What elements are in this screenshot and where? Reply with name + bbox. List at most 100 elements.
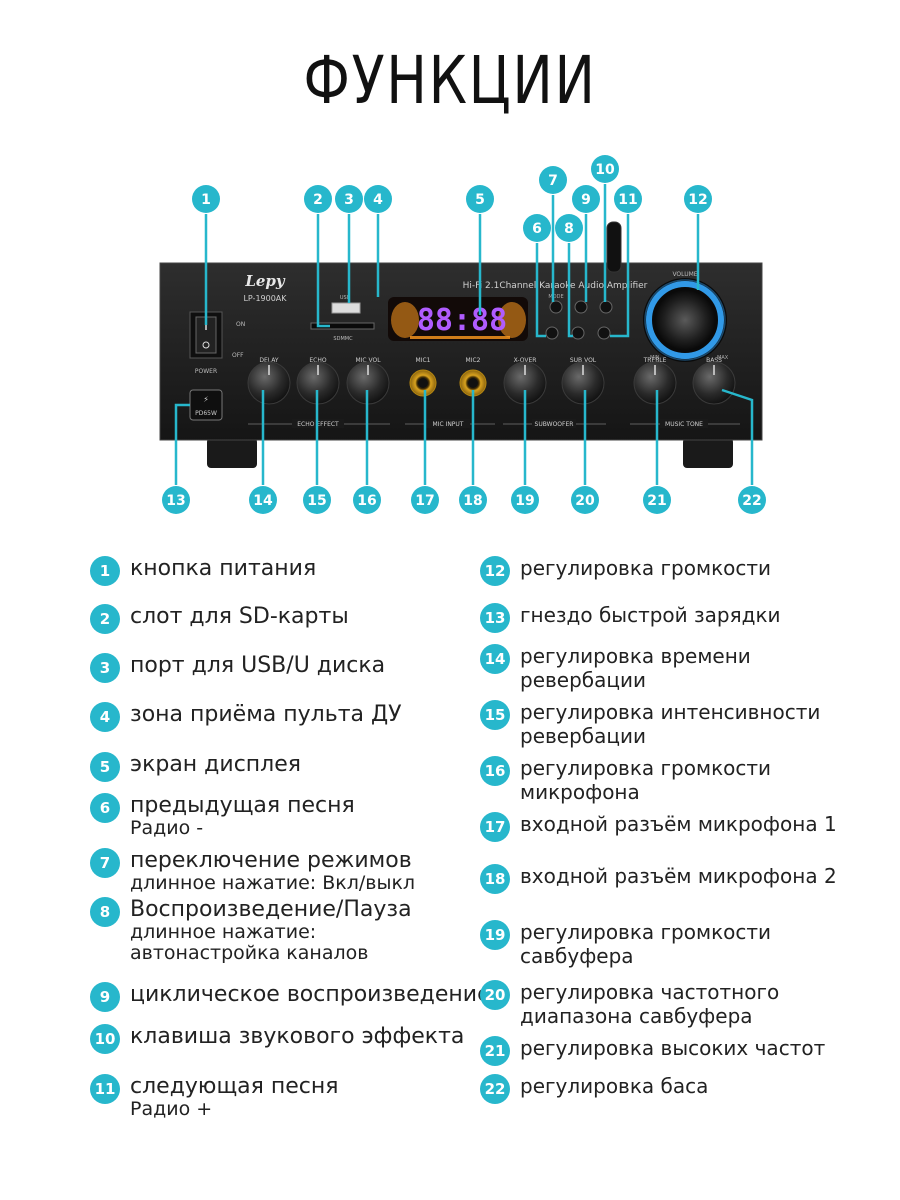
- amplifier-diagram: Lepy LP-1900AK Hi-Fi 2.1Channel Karaoke …: [159, 155, 766, 514]
- knob-label: X-OVER: [514, 357, 537, 364]
- leader-line: [721, 388, 754, 485]
- legend-number-badge: 14: [480, 644, 510, 674]
- legend-text: экран дисплея: [130, 752, 301, 777]
- leader-line: [174, 403, 190, 485]
- legend-item: 21 регулировка высоких частот: [480, 1036, 825, 1066]
- marker-circle: [591, 155, 619, 183]
- legend-label: предыдущая песня: [130, 793, 355, 818]
- marker-circle: [162, 486, 190, 514]
- mic-jack-hole: [418, 378, 428, 388]
- legend-sublabel: микрофона: [520, 780, 640, 804]
- legend-number-badge: 17: [480, 812, 510, 842]
- legend-label: регулировка частотного: [520, 980, 780, 1004]
- marker-number: 15: [307, 493, 326, 509]
- legend-number-badge: 21: [480, 1036, 510, 1066]
- mic-jack-hole: [468, 378, 478, 388]
- legend-text: зона приёма пульта ДУ: [130, 702, 402, 727]
- sd-label: SDMMC: [333, 336, 353, 342]
- legend-text: входной разъём микрофона 1: [520, 812, 837, 836]
- legend-number-badge: 16: [480, 756, 510, 786]
- legend-number-badge: 20: [480, 980, 510, 1010]
- legend-sublabel: Радио +: [130, 1098, 213, 1120]
- marker-circle: [684, 185, 712, 213]
- mode-label: MODE: [548, 294, 563, 300]
- legend-number-badge: 10: [90, 1024, 120, 1054]
- marker-number: 19: [515, 493, 534, 509]
- min-label: MIN: [650, 355, 660, 361]
- knob-label: ECHO: [309, 357, 326, 364]
- rotary-knob[interactable]: [633, 361, 677, 405]
- legend-label: регулировка громкости: [520, 556, 772, 580]
- legend-label: экран дисплея: [130, 752, 302, 777]
- knob-label: MIC VOL: [355, 357, 381, 364]
- legend-number-badge: 12: [480, 556, 510, 586]
- legend-text: кнопка питания: [130, 556, 316, 581]
- pd-label: PD65W: [195, 410, 217, 417]
- sd-slot[interactable]: [310, 322, 375, 330]
- model-label: LP-1900AK: [243, 294, 287, 303]
- rotary-knob[interactable]: [561, 361, 605, 405]
- marker-circle: [555, 214, 583, 242]
- mode-button[interactable]: [549, 300, 563, 314]
- legend-label: регулировка громкости: [520, 756, 772, 780]
- marker-number: 16: [357, 493, 376, 509]
- knob-label: DELAY: [259, 357, 279, 364]
- marker-number: 5: [475, 192, 485, 208]
- rotary-knob[interactable]: [692, 361, 736, 405]
- brand-logo: Lepy: [244, 272, 286, 290]
- loop-button[interactable]: [574, 300, 588, 314]
- legend-label: регулировка интенсивности: [520, 700, 821, 724]
- marker-number: 9: [581, 192, 591, 208]
- legend-item: 10 клавиша звукового эффекта: [90, 1024, 464, 1054]
- marker-number: 21: [647, 493, 666, 509]
- legend-number-badge: 22: [480, 1074, 510, 1104]
- legend-text: регулировка высоких частот: [520, 1036, 825, 1060]
- display-digits: 88:88: [417, 303, 507, 338]
- legend-label: регулировка баса: [520, 1074, 709, 1098]
- legend-label: входной разъём микрофона 2: [520, 864, 837, 888]
- legend-text: регулировка громкости: [520, 556, 771, 580]
- marker-circle: [539, 166, 567, 194]
- legend-text: циклическое воспроизведение: [130, 982, 491, 1007]
- legend-text: гнездо быстрой зарядки: [520, 603, 781, 627]
- usb-port[interactable]: [331, 302, 361, 314]
- legend-item: 22 регулировка баса: [480, 1074, 708, 1104]
- rotary-knob[interactable]: [247, 361, 291, 405]
- volume-knob[interactable]: [655, 290, 715, 350]
- marker-circle: [353, 486, 381, 514]
- section-label-bg: [660, 419, 708, 428]
- marker-number: 4: [373, 192, 383, 208]
- marker-number: 14: [253, 493, 273, 509]
- section-label: MUSIC TONE: [665, 421, 703, 428]
- header-label: Hi-Fi 2.1Channel Karaoke Audio Amplifier: [463, 281, 648, 291]
- antenna: [606, 221, 622, 273]
- prev-button[interactable]: [545, 326, 559, 340]
- off-label: OFF: [232, 352, 244, 359]
- play-pause-button[interactable]: [571, 326, 585, 340]
- legend-label: клавиша звукового эффекта: [130, 1024, 465, 1049]
- marker-circle: [304, 185, 332, 213]
- legend-text: слот для SD-карты: [130, 604, 349, 629]
- section-label-bg: [532, 419, 576, 428]
- knob-label: TREBLE: [643, 357, 667, 364]
- section-label-bg: [426, 419, 470, 428]
- next-button[interactable]: [597, 326, 611, 340]
- legend-number-badge: 5: [90, 752, 120, 782]
- marker-circle: [459, 486, 487, 514]
- marker-number: 11: [618, 192, 637, 208]
- legend-sublabel: диапазона савбуфера: [520, 1004, 753, 1028]
- effect-button[interactable]: [599, 300, 613, 314]
